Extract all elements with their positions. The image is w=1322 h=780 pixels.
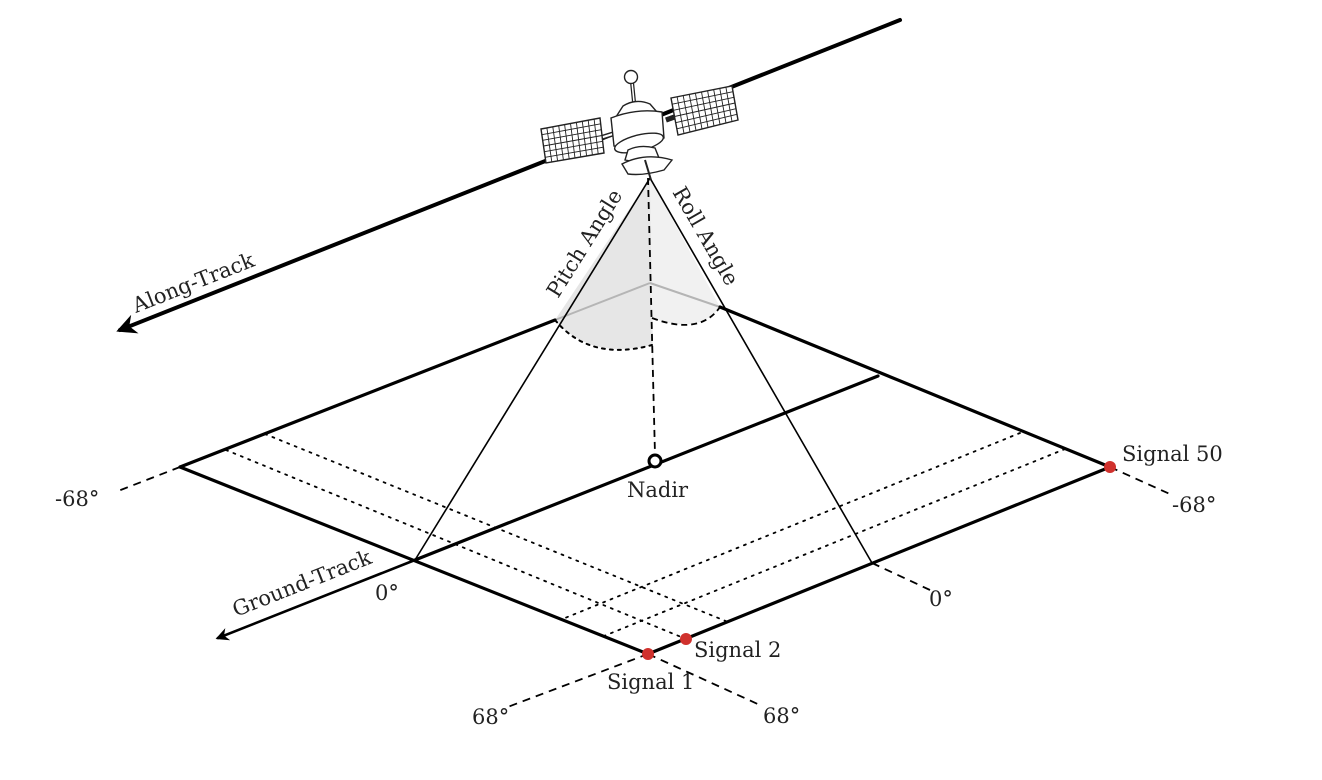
angle-bottom-left-68-label: 68° [472,705,509,729]
angle-left-neg68-label: -68° [55,487,99,511]
nadir-label: Nadir [627,478,689,502]
along-track-arrow [116,18,902,334]
signal-1-point [642,648,654,660]
footprint-edge-top-left [178,318,557,469]
panel-grid-line [543,135,603,147]
cone-edge-left [554,282,651,321]
pitch-angle-arc [554,319,653,351]
ext-right-neg68 [1109,466,1173,496]
panel-grid-line [674,102,736,117]
scan-line-left-1 [225,449,687,640]
panel-grid-line [675,108,737,124]
footprint-edge-top-right [718,305,1112,469]
angle-zero-right-label: 0° [929,587,953,611]
angle-zero-left-label: 0° [375,581,399,605]
signal-50-point [1104,461,1116,473]
ext-left-neg68 [117,466,181,492]
solar-panel-left [540,117,605,164]
scan-line-right-2 [603,448,1066,637]
ext-right-zero [871,562,931,591]
panel-grid-line [676,113,738,130]
scan-line-left-2 [264,433,729,623]
ext-bottom-right-68 [647,653,763,707]
ground-track-arrow [215,558,417,641]
signal-2-label: Signal 2 [694,638,781,662]
roll-angle-arc [651,306,721,326]
angle-right-neg68-label: -68° [1172,493,1216,517]
panel-grid-line [542,129,602,141]
ext-bottom-left-68 [504,653,649,709]
signal-2-point [680,633,692,645]
footprint-edge-bottom-right [646,465,1112,656]
angle-bottom-right-68-label: 68° [763,704,800,728]
panel-grid-line [544,140,603,153]
roll-cone-line [649,177,873,564]
roll-cone-fill [650,178,720,461]
panel-grid-line [545,146,604,158]
cone-edge-right [649,282,721,308]
signal-50-label: Signal 50 [1122,442,1223,466]
scan-line-right-1 [564,432,1021,619]
panel-grid-line [541,123,601,136]
ground-track-line [413,374,880,562]
roll-arc-fill [650,283,720,325]
pitch-arc-fill [555,283,652,350]
signal-1-label: Signal 1 [607,670,694,694]
panel-grid-line [672,91,734,105]
panel-grid-line [673,96,735,111]
solar-panel-right [670,85,739,136]
pitch-cone-line [414,177,651,561]
pitch-cone-fill [555,178,655,461]
nadir-marker [647,453,663,469]
satellite-icon [540,69,739,181]
nadir-dashed-line [647,177,656,456]
